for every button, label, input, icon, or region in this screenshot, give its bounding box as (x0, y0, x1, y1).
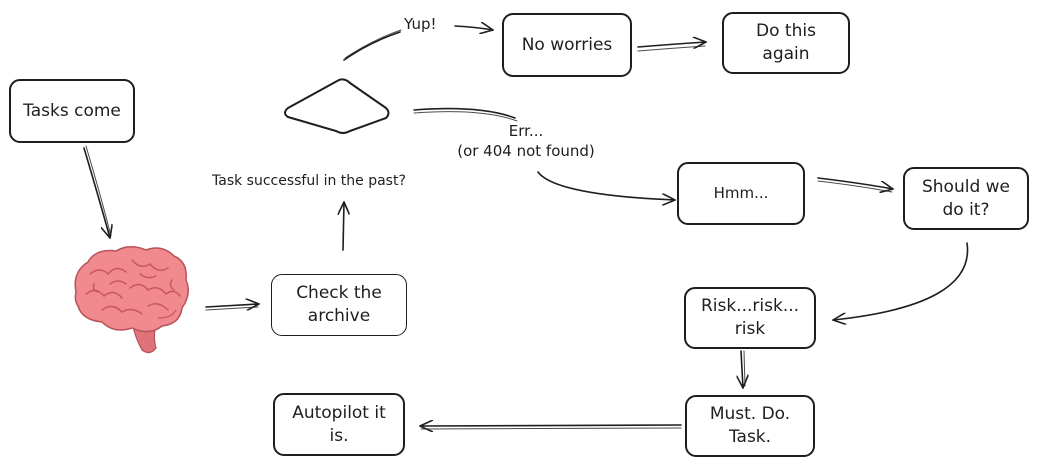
node-should-we[interactable]: Should we do it? (903, 167, 1029, 230)
decision-diamond (284, 78, 390, 134)
node-check-archive[interactable]: Check the archive (271, 274, 407, 336)
node-tasks-come[interactable]: Tasks come (9, 79, 135, 143)
node-must-do-task[interactable]: Must. Do. Task. (685, 395, 815, 457)
edge-must-to-autopilot (419, 425, 682, 426)
brain-icon (74, 246, 189, 354)
edge-tasks-to-brain (83, 147, 110, 239)
node-hmm[interactable]: Hmm... (677, 162, 805, 225)
edge-noworries-to-again (637, 42, 707, 47)
node-autopilot[interactable]: Autopilot it is. (273, 393, 405, 456)
edge-should-to-risk (832, 242, 969, 320)
edge-risk-to-must (741, 350, 743, 389)
edge-decision-no (413, 107, 675, 200)
edge-label-no: Err... (or 404 not found) (457, 122, 595, 160)
edge-label-yes: Yup! (404, 15, 437, 33)
edge-decision-yes (343, 26, 493, 61)
edge-brain-to-archive (205, 304, 260, 307)
node-do-this-again[interactable]: Do this again (722, 12, 850, 74)
edge-archive-to-decision (343, 201, 344, 251)
node-risk[interactable]: Risk...risk... risk (684, 287, 816, 349)
decision-question-label: Task successful in the past? (212, 173, 406, 189)
node-no-worries[interactable]: No worries (502, 13, 632, 77)
edge-hmm-to-should (817, 177, 894, 189)
